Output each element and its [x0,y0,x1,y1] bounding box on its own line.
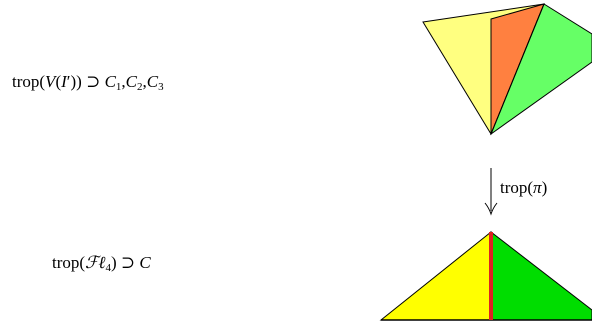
bottom-trop-prefix: trop( [52,253,86,272]
comma-1: , [121,72,126,91]
curve-c1-letter: C [104,72,116,91]
bottom-subset-symbol: ⊃ [116,253,140,272]
top-variety-symbol: V [45,72,56,91]
map-pi-symbol: π [533,178,542,197]
flag-variety-subscript: 4 [105,262,112,274]
bottom-curve-letter: C [139,253,151,272]
projection-map-label: trop(π) [500,179,547,196]
comma-2: , [142,72,147,91]
curve-c2-subscript: 2 [137,81,143,93]
projection-arrow-head [484,202,498,216]
top-open-paren: ( [55,72,62,91]
top-prime-mark: ′ [66,72,71,91]
curve-c3-subscript: 3 [158,81,164,93]
bottom-close-paren: ) [111,253,117,272]
top-subset-symbol: ⊃ [81,72,105,91]
top-formula-label: trop(V(I′)) ⊃ C1,C2,C3 [12,73,164,93]
top-trop-prefix: trop( [12,72,46,91]
top-close-parens: )) [70,72,82,91]
top-ridge-edge [490,3,545,135]
bottom-formula-label: trop(ℱℓ4) ⊃ C [52,254,151,274]
bottom-green-half [490,230,592,321]
bottom-yellow-half [379,230,492,321]
top-ideal-symbol: I [61,72,67,91]
map-trop-prefix: trop( [500,178,534,197]
curve-c2-letter: C [125,72,138,91]
curve-c1-subscript: 1 [115,81,122,93]
map-close-paren: ) [541,178,548,197]
flag-variety-symbol: ℱℓ [85,253,106,272]
curve-c3-letter: C [146,72,159,91]
